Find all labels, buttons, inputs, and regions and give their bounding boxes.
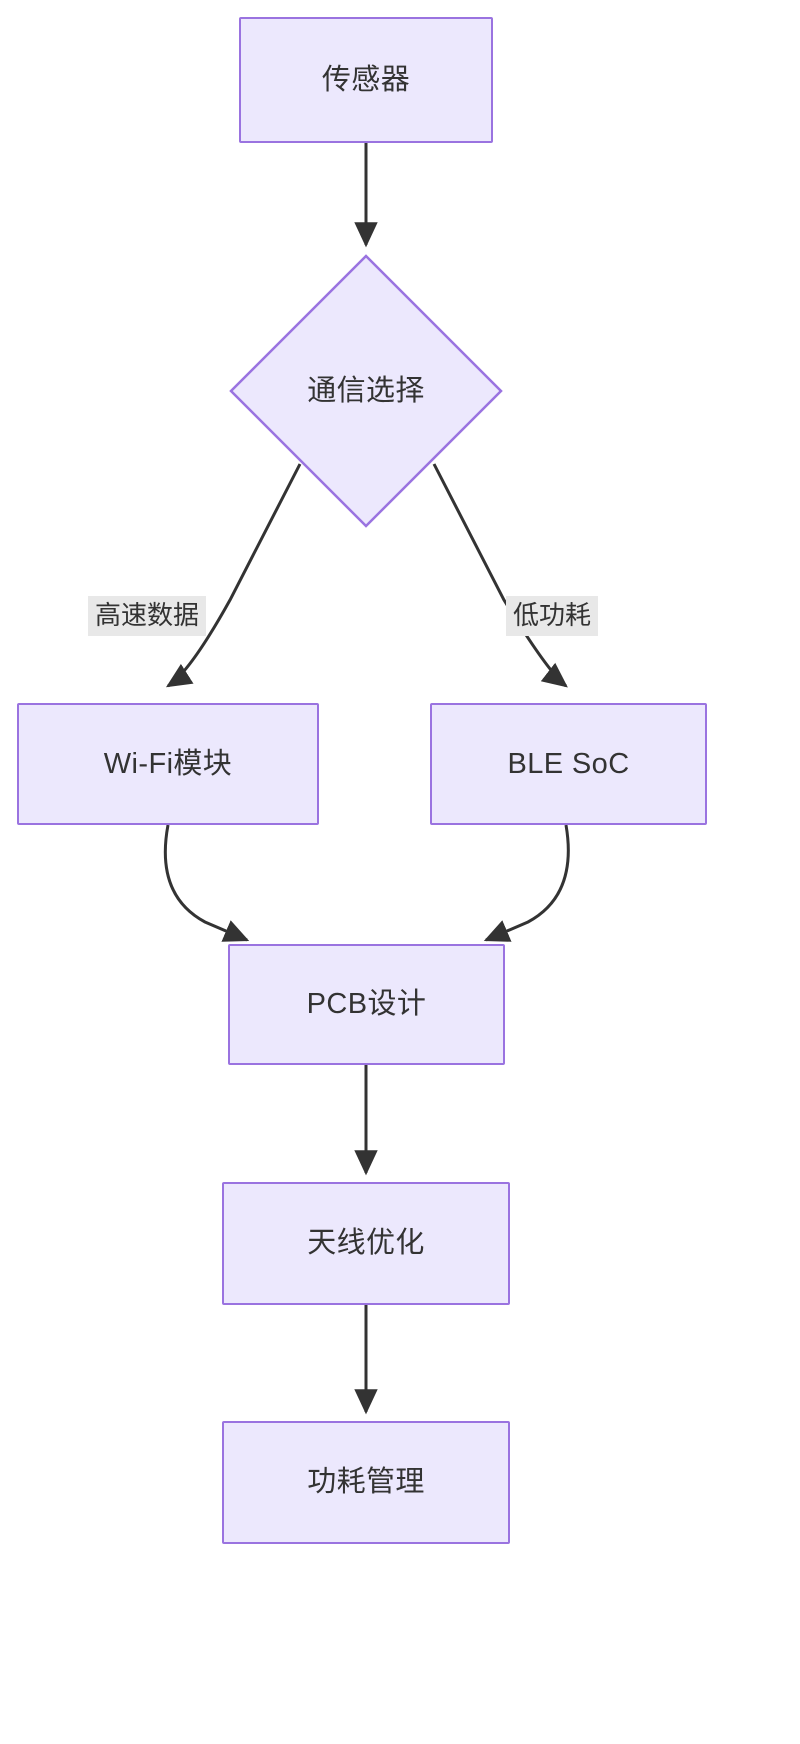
node-comm-select-label: 通信选择 <box>307 374 425 407</box>
node-ble-soc[interactable]: BLE SoC <box>430 703 707 825</box>
node-comm-select[interactable]: 通信选择 <box>229 254 503 528</box>
edge-label-low-power: 低功耗 <box>506 596 599 636</box>
edge-label-high-speed-data: 高速数据 <box>88 596 207 636</box>
node-power-management-label: 功耗管理 <box>307 1466 425 1498</box>
node-wifi-module-label: Wi-Fi模块 <box>103 747 233 780</box>
node-sensor[interactable]: 传感器 <box>239 17 493 143</box>
node-antenna-optimization-label: 天线优化 <box>307 1227 425 1259</box>
node-pcb-design[interactable]: PCB设计 <box>228 944 505 1065</box>
edge-comm-to-wifi <box>165 463 302 688</box>
node-antenna-optimization[interactable]: 天线优化 <box>222 1182 510 1305</box>
edge-ble-to-pcb <box>483 824 570 942</box>
diamond-shape-icon <box>229 254 503 528</box>
node-wifi-module[interactable]: Wi-Fi模块 <box>17 703 319 825</box>
node-ble-soc-label: BLE SoC <box>507 747 630 780</box>
node-sensor-label: 传感器 <box>321 63 411 96</box>
edge-wifi-to-pcb <box>163 824 250 942</box>
node-power-management[interactable]: 功耗管理 <box>222 1421 510 1544</box>
node-pcb-design-label: PCB设计 <box>306 988 427 1020</box>
